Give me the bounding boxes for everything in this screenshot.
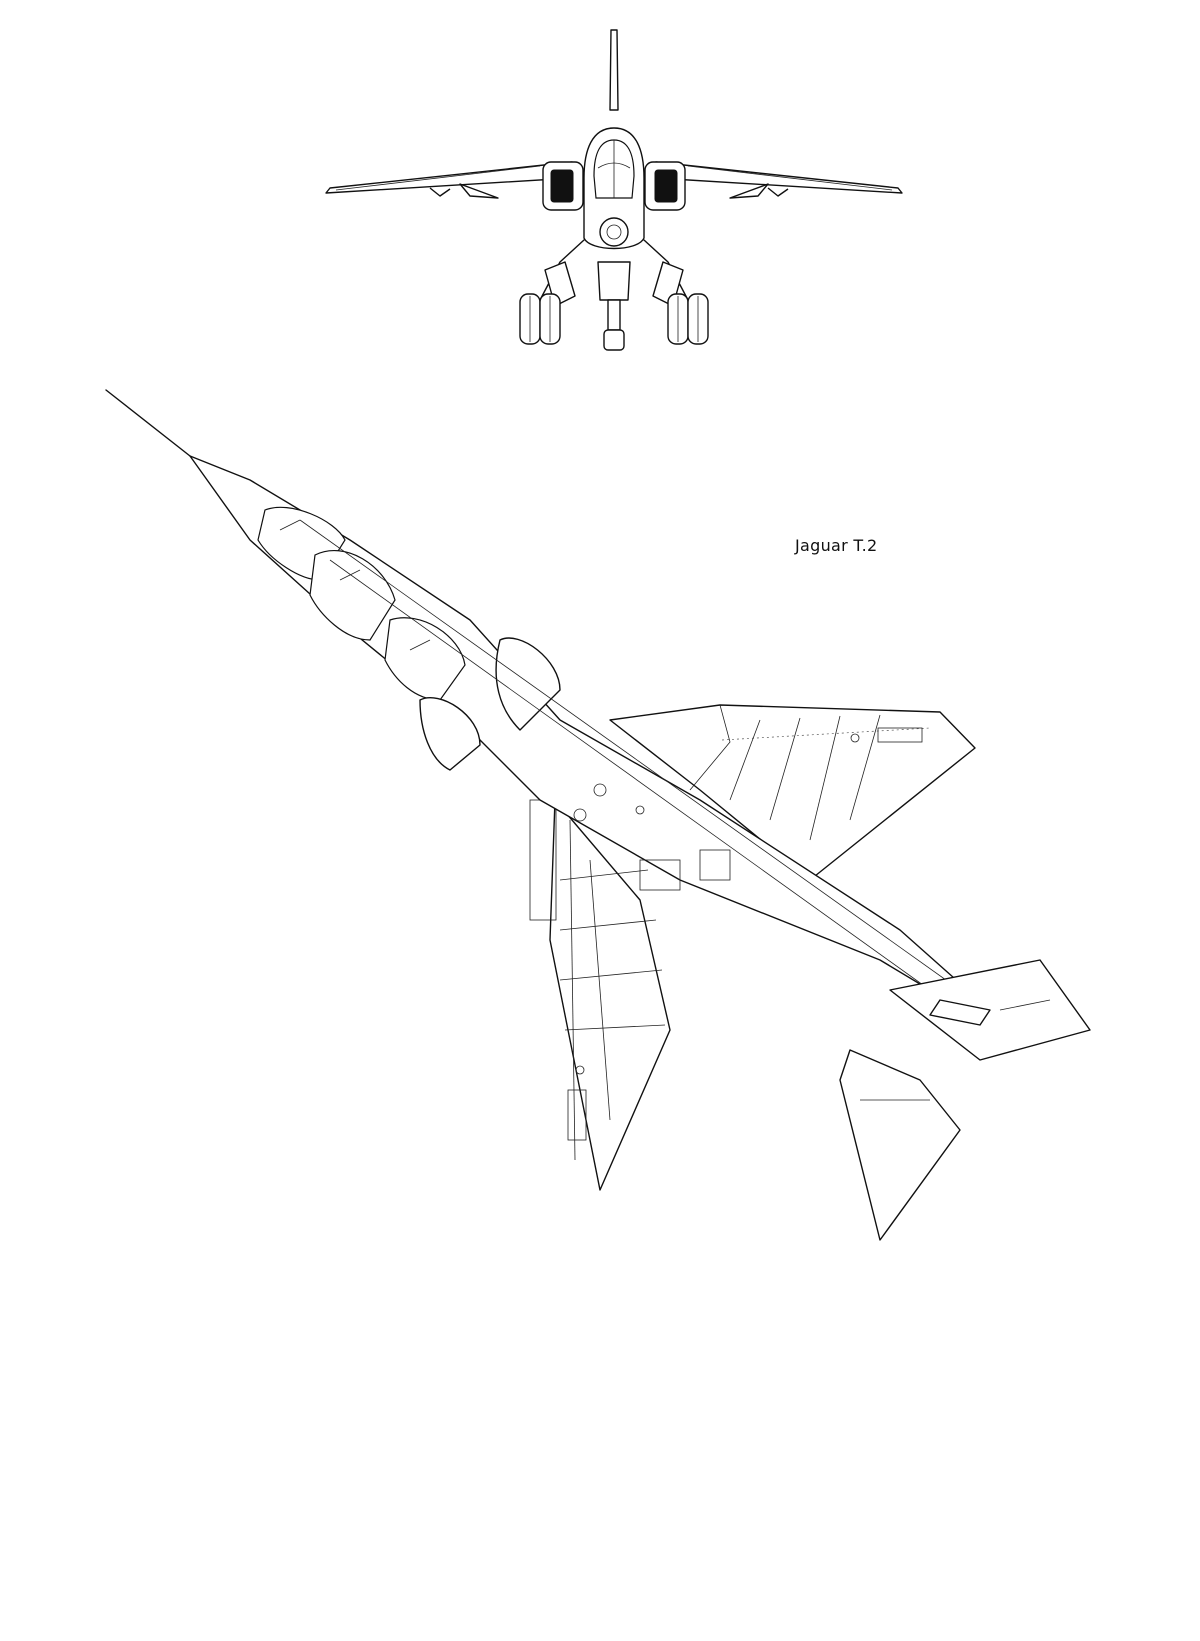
aircraft-title: Jaguar T.2	[795, 536, 878, 555]
top-canopy-rear	[384, 617, 466, 701]
top-view	[105, 389, 1091, 1241]
top-pitot	[105, 389, 191, 457]
front-view	[325, 29, 903, 351]
front-pitot	[609, 29, 619, 111]
front-right-gear	[643, 239, 709, 345]
front-left-gear	[519, 239, 585, 345]
top-left-wing	[549, 799, 671, 1191]
front-right-intake	[654, 169, 678, 203]
front-left-intake	[550, 169, 574, 203]
top-left-tailplane	[839, 1049, 961, 1241]
